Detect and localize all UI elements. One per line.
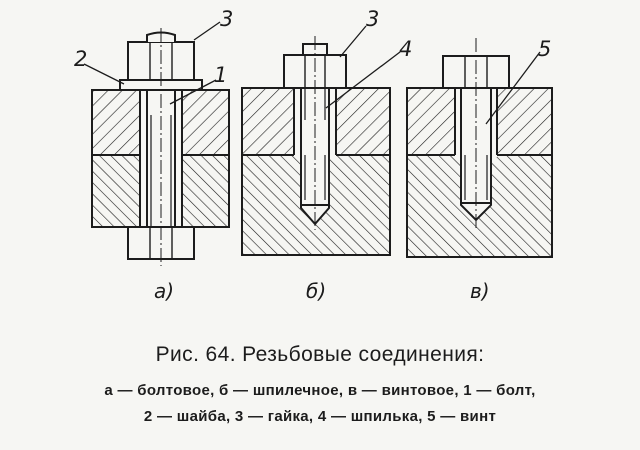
figure-caption-title: Рис. 64. Резьбовые соединения: — [155, 343, 485, 366]
panel-c-screw-joint — [406, 38, 553, 258]
panel-a-label-1: 1 — [214, 63, 227, 87]
panel-b-sublabel: б) — [306, 279, 326, 303]
figure-caption-legend-line-2: 2 — шайба, 3 — гайка, 4 — шпилька, 5 — в… — [143, 408, 497, 425]
panel-c-sublabel: в) — [470, 279, 490, 303]
panel-a-bolted-joint — [83, 21, 230, 266]
threaded-connections-figure: 2 3 1 а) 3 4 б) — [74, 7, 553, 303]
panel-c-label-5: 5 — [538, 37, 551, 61]
panel-a-sublabel: а) — [154, 279, 174, 303]
figure-caption-legend-line-1: а — болтовое, б — шпилечное, в — винтово… — [104, 382, 536, 399]
panel-b-stud-joint — [241, 25, 401, 256]
panel-a-label-3: 3 — [220, 7, 233, 31]
panel-b-label-4: 4 — [399, 37, 412, 61]
panel-b-label-3: 3 — [366, 7, 379, 31]
panel-a-label-2: 2 — [74, 47, 87, 71]
